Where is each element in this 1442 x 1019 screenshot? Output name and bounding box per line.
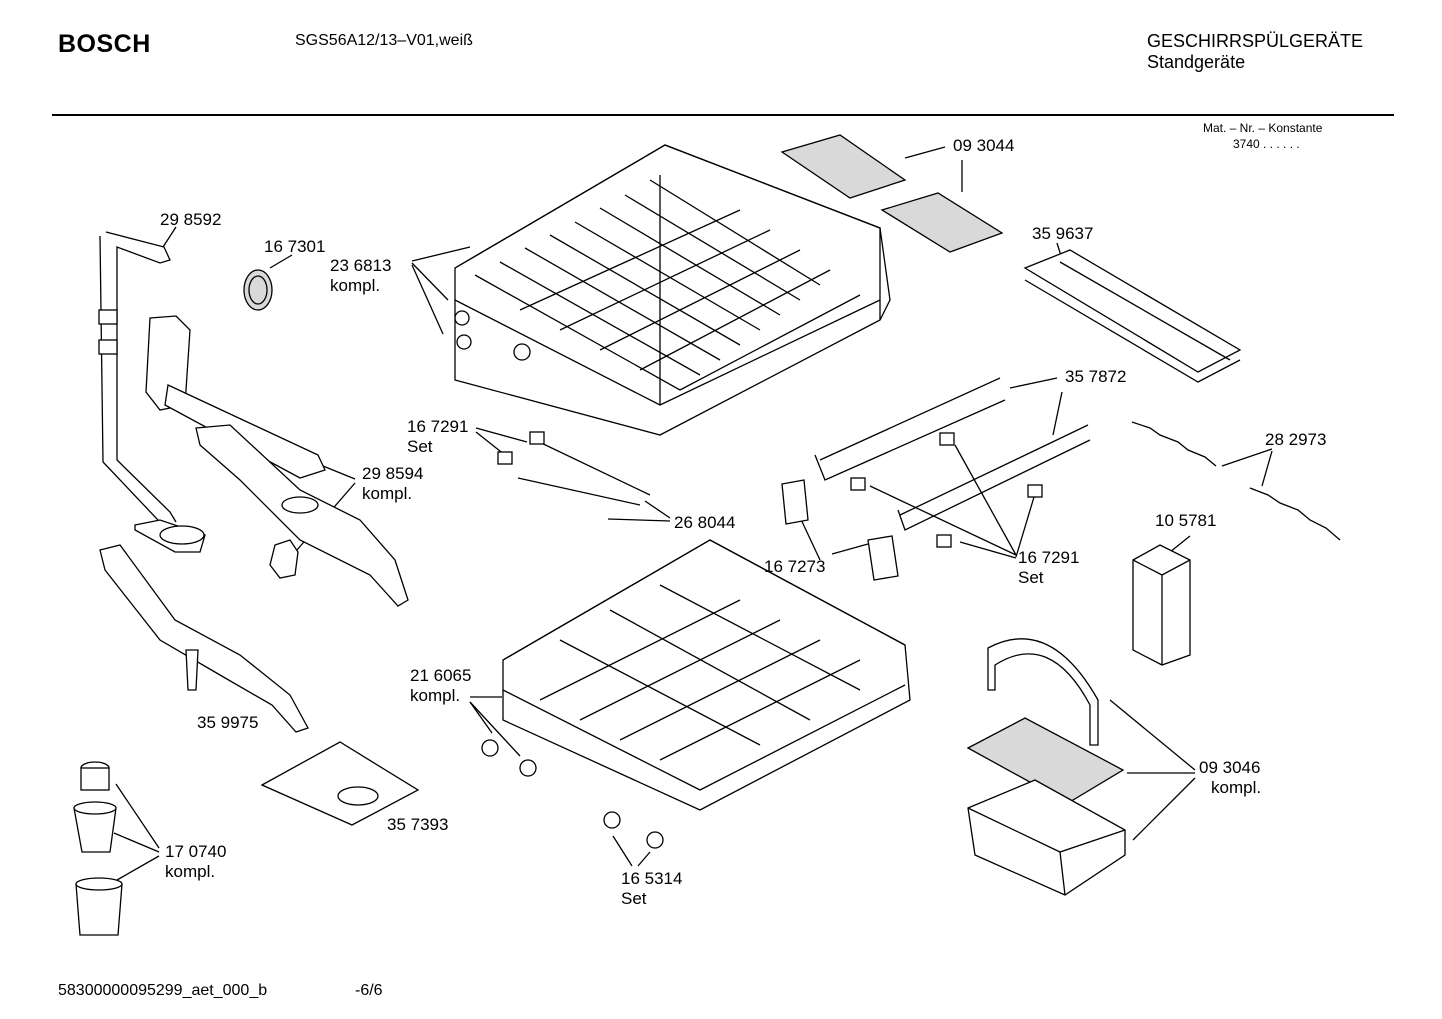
filter-167301: [243, 269, 273, 311]
model-number: SGS56A12/13–V01,weiß: [295, 32, 473, 49]
material-number-label: Mat. – Nr. – Konstante: [1203, 121, 1323, 135]
part-note: Set: [621, 889, 647, 908]
cutlery-insert-105781: [1132, 544, 1191, 666]
part-number: 17 0740: [165, 842, 227, 861]
tine-rows-357872: [814, 377, 1091, 531]
stepped-racks-282973: [1131, 421, 1341, 541]
cutlery-tray-359637: [1023, 249, 1242, 383]
part-label-167273: 16 7273: [764, 557, 825, 577]
part-note: kompl.: [410, 686, 461, 705]
part-number: 23 6813: [330, 256, 392, 275]
filter-set-170740: [73, 761, 123, 936]
part-label-167291-set-lower: 16 7291 Set: [1018, 548, 1079, 588]
header-divider: [52, 114, 1394, 116]
part-note: kompl.: [165, 862, 216, 881]
part-number: 09 3046: [1199, 758, 1261, 777]
part-label-357872: 35 7872: [1065, 367, 1126, 387]
leader-lines: [113, 146, 1273, 881]
part-label-105781: 10 5781: [1155, 511, 1216, 531]
part-number: 35 9637: [1032, 224, 1094, 243]
part-label-165314: 16 5314 Set: [621, 869, 682, 909]
part-number: 16 7273: [764, 557, 826, 576]
part-note: kompl.: [362, 484, 413, 503]
page-number: -6/6: [355, 982, 383, 999]
brand-logo: BOSCH: [58, 30, 151, 58]
part-label-167291-set-upper: 16 7291 Set: [407, 417, 468, 457]
part-number: 29 8592: [160, 210, 222, 229]
cover-plate-357393: [260, 741, 420, 826]
part-number: 28 2973: [1265, 430, 1327, 449]
part-label-357393: 35 7393: [387, 815, 448, 835]
material-number-value: 3740 . . . . . .: [1233, 137, 1300, 151]
part-number: 35 9975: [197, 713, 259, 732]
part-label-298594: 29 8594 kompl.: [362, 464, 423, 504]
category-subtitle: Standgeräte: [1147, 52, 1246, 72]
part-label-093046: 09 3046 kompl.: [1199, 758, 1261, 798]
spray-arm-298594: [195, 424, 409, 607]
cup-shelves-093044: [780, 134, 1004, 253]
tine-holders-268044: [517, 439, 651, 506]
part-number: 16 5314: [621, 869, 683, 888]
part-number: 16 7291: [1018, 548, 1080, 567]
supply-pipe: [98, 231, 206, 553]
part-label-216065: 21 6065 kompl.: [410, 666, 471, 706]
part-label-268044: 26 8044: [674, 513, 735, 533]
part-number: 35 7872: [1065, 367, 1127, 386]
part-number: 21 6065: [410, 666, 472, 685]
part-note: kompl.: [330, 276, 381, 295]
category-title: GESCHIRRSPÜLGERÄTE: [1147, 31, 1364, 51]
part-number: 09 3044: [953, 136, 1015, 155]
part-label-093044: 09 3044: [953, 136, 1014, 156]
part-label-359975: 35 9975: [197, 713, 258, 733]
spray-arm-holder: [145, 315, 326, 479]
part-label-236813: 23 6813 kompl.: [330, 256, 391, 296]
part-number: 16 7301: [264, 237, 326, 256]
clips: [497, 431, 1043, 581]
upper-basket: [454, 144, 891, 436]
document-id: 58300000095299_aet_000_b: [58, 982, 268, 999]
spray-arm-359975: [99, 544, 309, 733]
part-label-282973: 28 2973: [1265, 430, 1326, 450]
lower-basket: [481, 539, 911, 849]
part-label-167301: 16 7301: [264, 237, 325, 257]
part-note: Set: [407, 437, 433, 456]
part-note: kompl.: [1211, 778, 1262, 797]
part-number: 29 8594: [362, 464, 424, 483]
part-number: 10 5781: [1155, 511, 1217, 530]
cutlery-basket-093046: [966, 638, 1126, 896]
part-label-298592: 29 8592: [160, 210, 221, 230]
part-number: 16 7291: [407, 417, 469, 436]
part-label-170740: 17 0740 kompl.: [165, 842, 226, 882]
part-number: 26 8044: [674, 513, 736, 532]
part-label-359637: 35 9637: [1032, 224, 1093, 244]
part-note: Set: [1018, 568, 1044, 587]
part-number: 35 7393: [387, 815, 449, 834]
